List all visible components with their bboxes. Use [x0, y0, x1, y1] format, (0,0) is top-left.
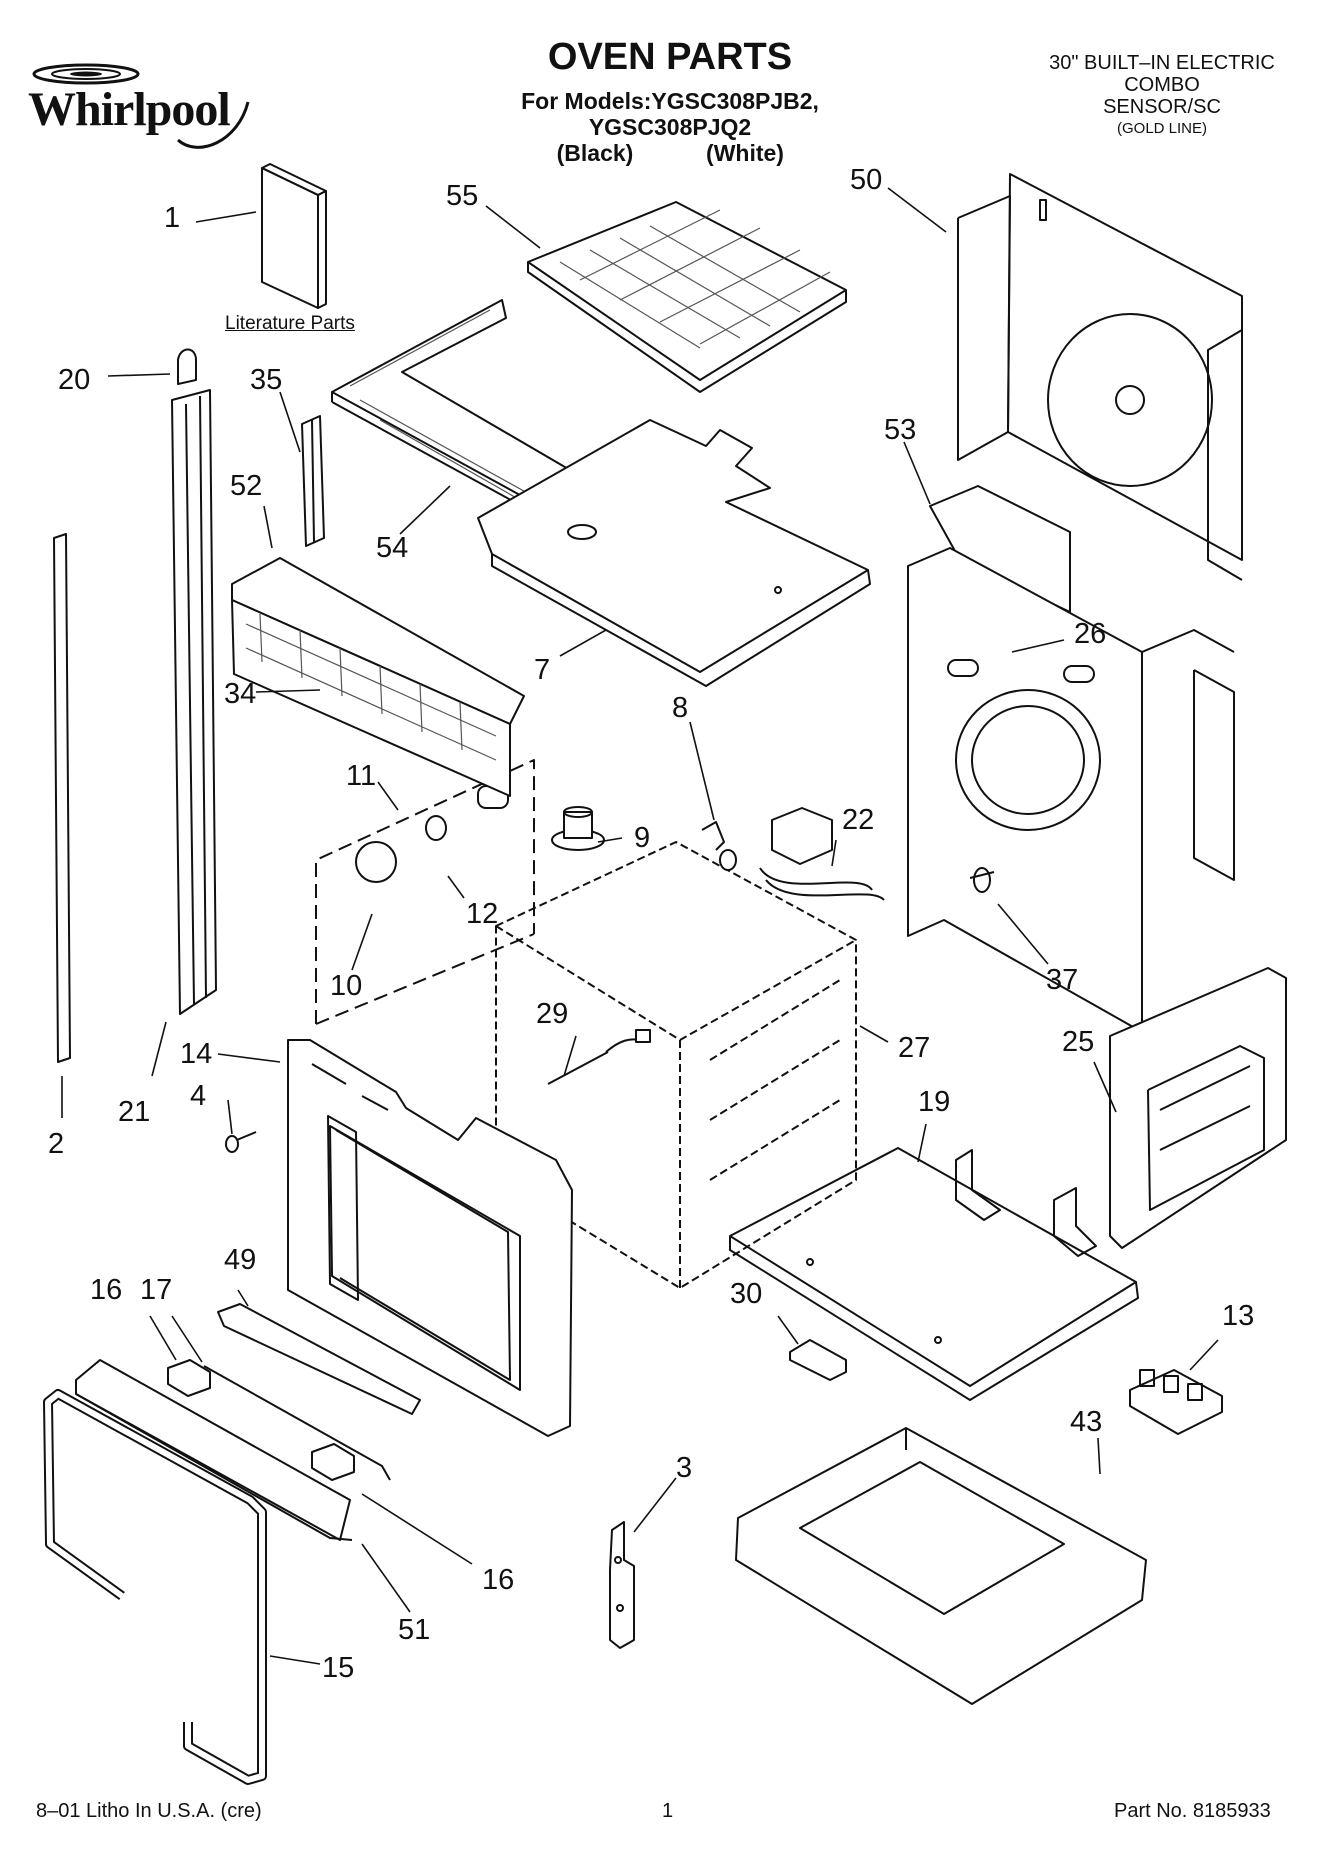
callout-30: 30 [730, 1278, 763, 1310]
part-2-trim-strip [54, 534, 70, 1062]
callout-43: 43 [1070, 1406, 1103, 1438]
callout-1: 1 [164, 202, 181, 234]
callout-35: 35 [250, 364, 283, 396]
part-10-lamp-lens [356, 842, 396, 882]
callout-14: 14 [180, 1038, 213, 1070]
spec-line-1: 30" BUILT–IN ELECTRIC [1049, 52, 1275, 74]
part-7-top-panel [478, 420, 870, 686]
whirlpool-swirl-icon [32, 63, 250, 149]
page-number: 1 [662, 1800, 674, 1822]
spec-line-3: SENSOR/SC [1103, 96, 1221, 118]
part-4-screw [226, 1132, 256, 1152]
models-line: For Models:YGSC308PJB2, YGSC308PJQ2 [521, 88, 819, 140]
callout-20: 20 [58, 364, 91, 396]
part-30-bracket [790, 1340, 846, 1380]
callout-9: 9 [634, 822, 651, 854]
callout-13: 13 [1222, 1300, 1255, 1332]
part-1-literature [262, 164, 326, 308]
part-51-door-trim [76, 1360, 352, 1540]
part-49-trim [218, 1304, 420, 1414]
callout-19: 19 [918, 1086, 951, 1118]
part-15-door-gasket [48, 1394, 262, 1780]
part-12-lamp-bulb [426, 816, 446, 840]
callout-54: 54 [376, 532, 409, 564]
callout-27: 27 [898, 1032, 931, 1064]
part-22-element [760, 808, 884, 900]
part-37-sensor [970, 868, 994, 892]
part-17-strip [204, 1366, 390, 1480]
part-50-rear-panel [958, 174, 1242, 580]
part-16-spacer [168, 1360, 354, 1480]
part-29-sensor-probe [548, 1030, 650, 1084]
callout-2: 2 [48, 1128, 65, 1160]
callout-52: 52 [230, 470, 263, 502]
callout-leaders [62, 188, 1218, 1664]
part-27-oven-cavity [496, 842, 856, 1288]
callout-55: 55 [446, 180, 479, 212]
part-43-bottom-tray [736, 1428, 1146, 1704]
part-9-fitting [552, 807, 604, 850]
callout-16-right: 16 [482, 1564, 515, 1596]
color-variants: (Black) (White) [440, 140, 900, 166]
callout-49: 49 [224, 1244, 257, 1276]
part-19-bottom-panel [730, 1148, 1138, 1400]
whirlpool-logo: Whirlpool [28, 62, 264, 158]
part-34-52-vent-grille [232, 558, 524, 796]
callout-3: 3 [676, 1452, 693, 1484]
spec-line-2: COMBO [1124, 74, 1200, 96]
callout-17: 17 [140, 1274, 173, 1306]
part-55-insulation-panel [528, 202, 846, 392]
part-25-side-panel [1110, 968, 1286, 1248]
color-black: (Black) [556, 140, 634, 166]
color-white: (White) [706, 140, 784, 166]
callout-12: 12 [466, 898, 499, 930]
litho-note: 8–01 Litho In U.S.A. (cre) [36, 1800, 262, 1822]
part-53-26-rear-cavity [908, 486, 1234, 1032]
part-8-clip [702, 822, 736, 870]
part-3-bracket [610, 1522, 634, 1648]
callout-53: 53 [884, 414, 917, 446]
part-20-cap [178, 350, 196, 385]
literature-parts-label: Literature Parts [225, 313, 355, 334]
callout-7: 7 [534, 654, 551, 686]
part-54-front-insulation [332, 300, 570, 516]
part-13-terminal-block [1130, 1370, 1222, 1434]
callout-11: 11 [346, 760, 377, 792]
callout-34: 34 [224, 678, 257, 710]
part-14-front-frame [288, 1040, 572, 1436]
brand-wordmark: Whirlpool [28, 83, 231, 136]
product-spec: 30" BUILT–IN ELECTRIC COMBO SENSOR/SC (G… [1012, 52, 1312, 140]
callout-50: 50 [850, 164, 883, 196]
callout-21: 21 [118, 1096, 151, 1128]
callout-16-left: 16 [90, 1274, 123, 1306]
callout-26: 26 [1074, 618, 1107, 650]
callout-8: 8 [672, 692, 689, 724]
model-numbers: For Models:YGSC308PJB2, YGSC308PJQ2 (Bla… [440, 88, 900, 166]
callout-51: 51 [398, 1614, 431, 1646]
part-35-bracket [302, 416, 324, 546]
callout-10: 10 [330, 970, 363, 1002]
callout-29: 29 [536, 998, 569, 1030]
page-title: OVEN PARTS [547, 36, 793, 78]
spec-line-4: (GOLD LINE) [1116, 120, 1207, 137]
callout-15: 15 [322, 1652, 355, 1684]
part-number: Part No. 8185933 [1114, 1800, 1271, 1822]
callout-4: 4 [190, 1080, 207, 1112]
callout-25: 25 [1062, 1026, 1095, 1058]
callout-22: 22 [842, 804, 875, 836]
callout-37: 37 [1046, 964, 1079, 996]
part-21-side-trim [172, 390, 216, 1014]
